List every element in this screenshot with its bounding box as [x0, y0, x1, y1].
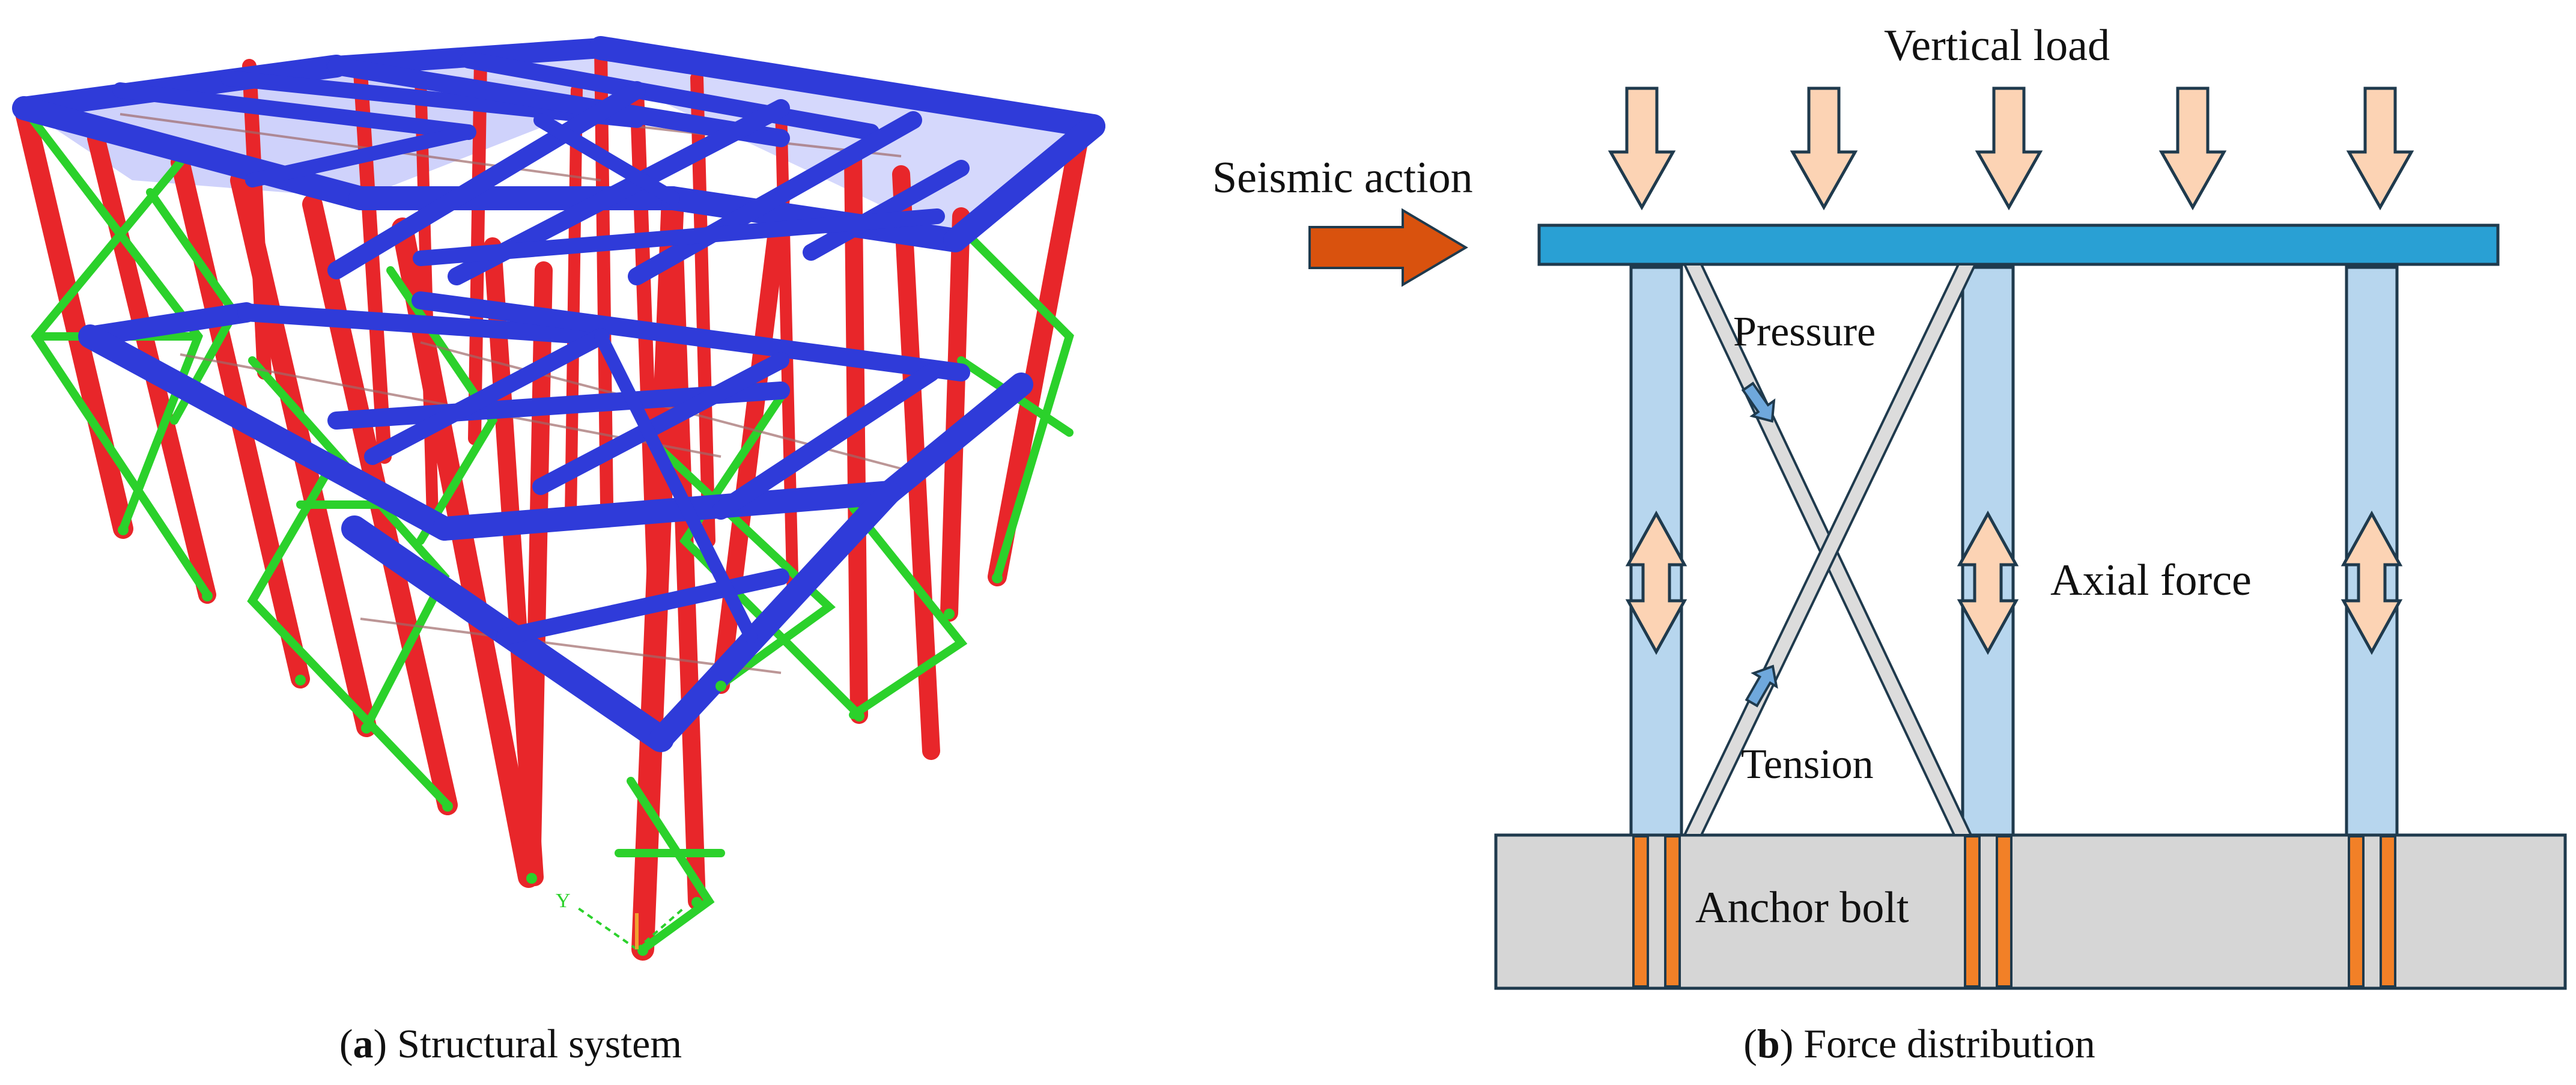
- floor-slab: [1537, 223, 2500, 266]
- pressure-arrow: [1741, 381, 1776, 423]
- roof-beams: [12, 36, 1105, 285]
- caption-a: (a) Structural system: [339, 1021, 682, 1066]
- seismic-action-label: Seismic action: [1212, 153, 1473, 202]
- panel-a-structural-model: Y: [12, 36, 1105, 961]
- load-arrow-5: [2346, 87, 2414, 211]
- tension-arrow: [1745, 664, 1778, 708]
- caption-b-text: Force distribution: [1793, 1021, 2095, 1066]
- axial-arrow-middle: [1957, 510, 2019, 655]
- load-arrow-3: [1975, 87, 2043, 211]
- vertical-load-arrows: [1608, 87, 2414, 211]
- caption-b: (b) Force distribution: [1743, 1021, 2095, 1066]
- tension-label: Tension: [1741, 741, 1874, 788]
- caption-b-letter: b: [1757, 1021, 1780, 1066]
- load-arrow-4: [2158, 87, 2227, 211]
- vertical-load-label: Vertical load: [1884, 21, 2110, 70]
- anchor-bolt-left-b: [1664, 835, 1681, 988]
- braces: [20, 104, 1074, 953]
- anchor-bolt-middle-a: [1964, 835, 1981, 988]
- axis-triad: Y: [556, 890, 686, 950]
- axial-arrow-right: [2341, 510, 2403, 655]
- axis-label-y: Y: [556, 890, 571, 912]
- caption-a-letter: a: [353, 1021, 373, 1066]
- panel-b-force-diagram: Vertical load Seismic action Pressure Te…: [1212, 21, 2567, 990]
- axial-force-arrows: [1625, 510, 2403, 655]
- support-markers: [118, 524, 1003, 956]
- anchor-bolt-left-a: [1632, 835, 1649, 988]
- anchor-bolt-middle-b: [1996, 835, 2012, 988]
- foundation-block: [1494, 833, 2567, 990]
- anchor-bolts: [1632, 835, 2396, 988]
- anchor-bolt-right-a: [2348, 835, 2365, 988]
- pressure-label: Pressure: [1733, 309, 1876, 355]
- load-arrow-1: [1608, 87, 1676, 211]
- load-arrow-2: [1790, 87, 1858, 211]
- axial-arrow-left: [1625, 510, 1687, 655]
- caption-a-text: Structural system: [387, 1021, 682, 1066]
- anchor-bolt-label: Anchor bolt: [1695, 883, 1909, 932]
- anchor-bolt-right-b: [2380, 835, 2396, 988]
- floor-beams: [78, 291, 1033, 752]
- axial-force-label: Axial force: [2050, 556, 2252, 605]
- seismic-action-arrow: [1308, 208, 1468, 287]
